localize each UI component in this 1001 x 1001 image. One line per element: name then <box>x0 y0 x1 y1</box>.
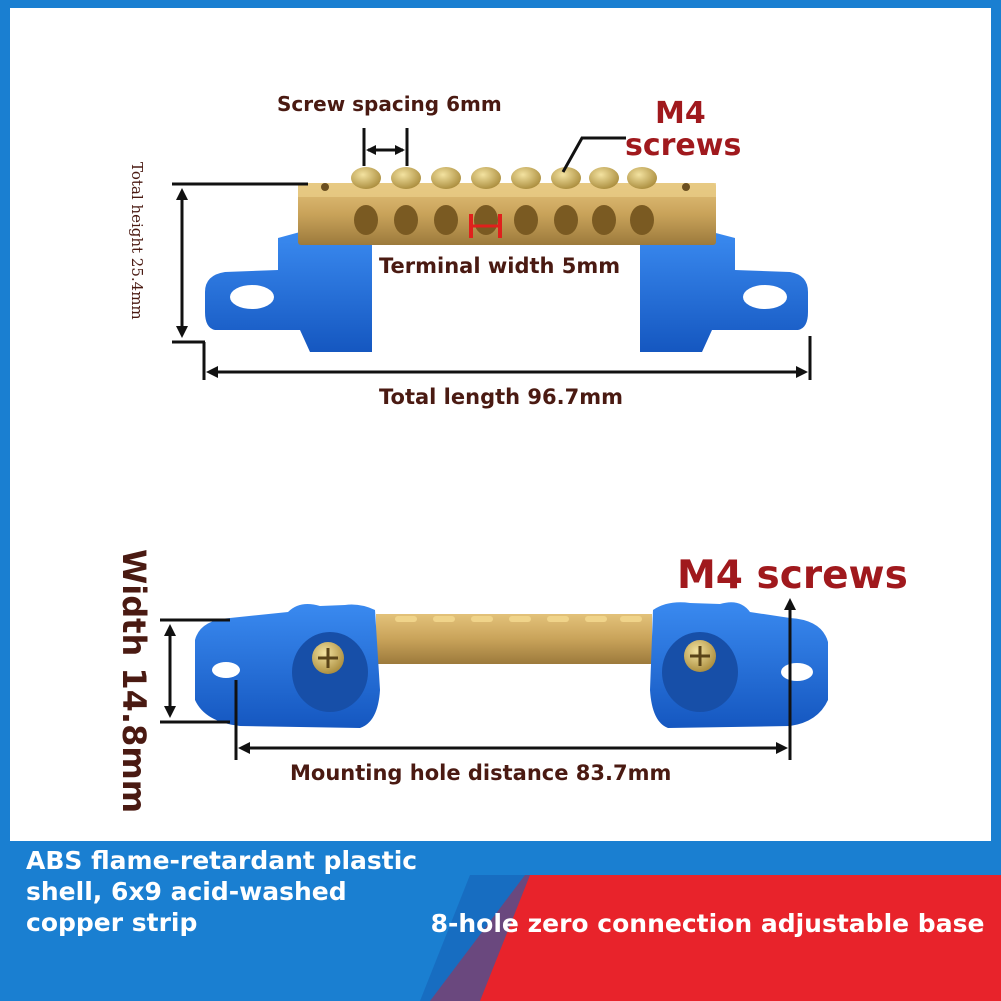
left-blue-foot <box>205 232 372 352</box>
side-view-terminal <box>195 602 828 728</box>
m4-label-top-line2: screws <box>625 128 742 163</box>
bottom-banner <box>0 841 1001 1001</box>
terminal-width-label: Terminal width 5mm <box>379 254 621 278</box>
terminal-holes <box>354 205 654 235</box>
top-arrowheads <box>176 145 808 378</box>
m4-label-top-line1: M4 <box>655 96 706 131</box>
m4-label-side: M4 screws <box>677 553 908 598</box>
right-blue-foot <box>640 232 808 352</box>
total-height-label: Total height 25.4mm <box>128 162 146 320</box>
mounting-hole-label: Mounting hole distance 83.7mm <box>290 761 672 785</box>
screw-spacing-label: Screw spacing 6mm <box>277 92 502 116</box>
side-brass-bar <box>376 614 652 664</box>
side-dimension-lines <box>160 606 792 760</box>
top-dimension-lines <box>172 128 812 380</box>
white-panel <box>10 8 991 841</box>
total-length-label: Total length 96.7mm <box>379 385 623 409</box>
banner-divider <box>420 875 530 1001</box>
banner-right-text: 8-hole zero connection adjustable base <box>430 909 985 938</box>
screw-heads <box>351 167 657 189</box>
side-right-block <box>650 602 828 728</box>
top-view-terminal <box>205 167 808 352</box>
width-label: Width 14.8mm <box>115 549 153 814</box>
side-bar-slots <box>395 616 642 622</box>
side-arrowheads <box>164 598 796 754</box>
side-left-block <box>195 604 380 728</box>
terminal-width-marker <box>469 214 502 238</box>
banner-red-area <box>430 875 1001 1001</box>
banner-left-text: ABS flame-retardant plastic shell, 6x9 a… <box>26 846 418 937</box>
